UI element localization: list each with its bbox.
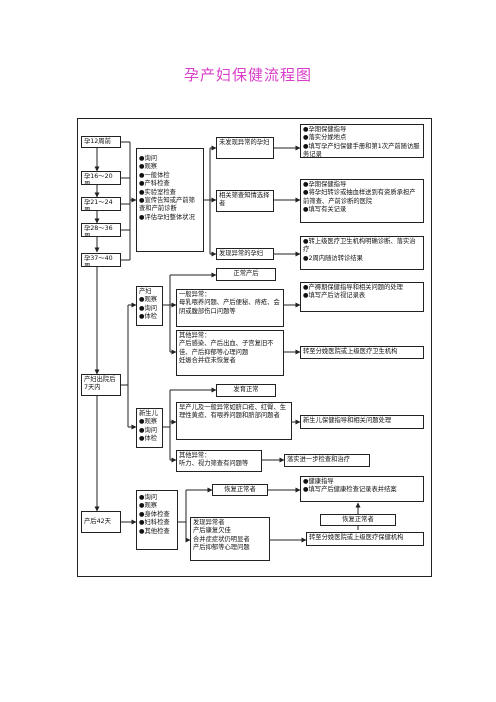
prenatal-checks-box: ●询问 ●观察 ●一般体检 ●产科检查 ●实验室检查 ●宣传告知或产前筛查和产前… (136, 148, 204, 252)
check-item: ●一般体检 (139, 171, 170, 179)
outcome-label: 发现异常的孕妇 (219, 250, 264, 257)
outcome-label: 未发现异常的孕妇 (219, 139, 270, 146)
check-item: ●实验室检查 (139, 188, 176, 196)
abnormal-heading: 发现异常者 (193, 519, 225, 526)
newborn-normal-box: 发育正常 (216, 384, 276, 397)
newborn-other-action-box: 落实进一步检查和治疗 (284, 454, 370, 467)
abnormal-heading: 其他异常： (179, 452, 211, 459)
abnormal-actions-box: ●转上级医疗卫生机构明确诊断、落实治疗 ●2周内随访转诊结果 (300, 236, 424, 270)
suspected-actions-box: ●孕期保健指导 ●将孕妇转诊或抽血样送到有资质承担产前筛查、产前诊断的医院 ●填… (300, 179, 424, 223)
action-item: ●孕期保健指导 (303, 126, 347, 133)
action-item: ●转上级医疗卫生机构明确诊断、落实治疗 (303, 238, 416, 254)
check-item: ●体检 (139, 313, 158, 321)
mother-other-abnormal-box: 其他异常： 产后感染、产后出血、子宫复旧不佳、产后抑郁等心理问题 妊娠合并症未恢… (176, 330, 284, 376)
abnormal-text: 合并症症状仍明显者 (193, 535, 250, 543)
abnormal-text: 妊娠合并症未恢复者 (179, 357, 236, 365)
stage-label: 产后42天 (84, 518, 111, 525)
check-item: ●宣传告知或产前筛查和产前诊断 (139, 197, 195, 213)
action-item: 转至分娩医院或上级医疗卫生机构 (303, 348, 398, 355)
check-item: ●产科检查 (139, 180, 170, 188)
day42-abnormal-action-box: 转至分娩医院或上级医疗保健机构 (306, 532, 424, 546)
action-item: 转至分娩医院或上级医疗保健机构 (309, 534, 404, 541)
check-item: ●观察 (139, 418, 158, 426)
check-item: ●评估孕妇整体状况 (139, 213, 195, 221)
action-item: ●填写有关记录 (303, 206, 347, 214)
action-item: ●将孕妇转诊或抽血样送到有资质承担产前筛查、产前诊断的医院 (303, 189, 416, 205)
check-item: ●询问 (139, 304, 158, 312)
mother-general-abnormal-box: 一般异常： 母乳喂养问题、产后便秘、痔疮、会阴或腹部伤口问题等 (176, 289, 284, 327)
newborn-general-abnormal-box: 早产儿及一般异常如脐口疮、红臀、生理性黄疸、有喂养问题和脐部问题者 (176, 402, 292, 440)
check-item: 产妇 (139, 288, 152, 295)
stage-label: 产妇出院后7天内 (84, 376, 116, 392)
stage-box: 产后42天 (81, 511, 121, 533)
newborn-checks-box: 新生儿 ●观察 ●询问 ●体检 (136, 408, 163, 448)
check-item: ●其他检查 (139, 527, 170, 535)
outcome-label: 恢复正常者 (342, 516, 374, 523)
day42-recovered-again-box: 恢复正常者 (320, 514, 396, 526)
outcome-abnormal-box: 发现异常的孕妇 (216, 248, 274, 260)
newborn-other-abnormal-box: 其他异常： 听力、视力筛查有问题等 (176, 450, 262, 472)
stage-label: 孕16～20周 (84, 173, 113, 185)
check-item: ●观察 (139, 163, 158, 171)
mother-checks-box: 产妇 ●观察 ●询问 ●体检 (136, 286, 163, 326)
normal-label: 正常产后 (233, 270, 259, 277)
check-item: ●询问 (139, 494, 158, 501)
abnormal-text: 产后康复欠佳 (193, 527, 231, 535)
outcome-suspected-box: 相关筛查知情选择者 (216, 190, 274, 212)
check-item: 新生儿 (139, 410, 158, 417)
check-item: ●观察 (139, 502, 158, 510)
day42-recovered-actions-box: ●健康指导 ●填写产后健康检查记录表并结案 (300, 476, 424, 502)
action-item: ●健康指导 (303, 478, 334, 485)
abnormal-text: 产后抑郁等心理问题 (193, 544, 250, 552)
mother-other-action-box: 转至分娩医院或上级医疗卫生机构 (300, 346, 424, 359)
stage-box: 产妇出院后7天内 (81, 374, 121, 396)
outcome-normal-box: 未发现异常的孕妇 (216, 137, 274, 159)
abnormal-heading: 其他异常： (179, 332, 211, 339)
check-item: ●询问 (139, 426, 158, 434)
stage-label: 孕28～36周 (84, 225, 113, 237)
normal-label: 发育正常 (233, 386, 259, 393)
stage-label: 孕21～24周 (84, 199, 113, 211)
outcome-label: 恢复正常者 (224, 486, 256, 493)
check-item: ●妇科检查 (139, 519, 170, 527)
day42-abnormal-box: 发现异常者 产后康复欠佳 合并症症状仍明显者 产后抑郁等心理问题 (190, 517, 270, 561)
stage-box: 孕21～24周 (81, 197, 121, 211)
check-item: ●询问 (139, 155, 158, 162)
stage-box: 孕12周前 (81, 136, 121, 148)
mother-normal-box: 正常产后 (216, 268, 276, 281)
day42-checks-box: ●询问 ●观察 ●身体检查 ●妇科检查 ●其他检查 (136, 490, 178, 550)
abnormal-text: 早产儿及一般异常如脐口疮、红臀、生理性黄疸、有喂养问题和脐部问题者 (179, 404, 287, 420)
action-item: ●填写产后健康检查记录表并结案 (303, 486, 397, 494)
action-item: ●填写孕产妇保健手册和第1次产前随访服务记录 (303, 142, 420, 158)
abnormal-text: 产后感染、产后出血、子宫复旧不佳、产后抑郁等心理问题 (179, 340, 274, 356)
mother-general-actions-box: ●产褥期保健指导和相关问题的处理 ●填写产后访视记录表 (300, 282, 424, 312)
check-item: ●身体检查 (139, 510, 170, 518)
normal-actions-box: ●孕期保健指导 ●落实分娩地点 ●填写孕产妇保健手册和第1次产前随访服务记录 (300, 124, 424, 158)
action-item: ●2周内随访转诊结果 (303, 254, 363, 262)
stage-label: 孕12周前 (84, 138, 111, 145)
action-item: 新生儿保健指导和相关问题处理 (303, 417, 392, 424)
page-title: 孕产妇保健流程图 (183, 66, 312, 84)
abnormal-heading: 一般异常： (179, 291, 211, 298)
action-item: 落实进一步检查和治疗 (287, 456, 350, 463)
action-item: ●填写产后访视记录表 (303, 292, 366, 300)
action-item: ●孕期保健指导 (303, 181, 347, 188)
newborn-general-action-box: 新生儿保健指导和相关问题处理 (300, 415, 424, 429)
abnormal-text: 母乳喂养问题、产后便秘、痔疮、会阴或腹部伤口问题等 (179, 299, 280, 315)
outcome-label: 相关筛查知情选择者 (219, 192, 270, 208)
check-item: ●体检 (139, 435, 158, 443)
stage-box: 孕28～36周 (81, 223, 121, 237)
stage-label: 孕37～40周 (84, 255, 113, 267)
abnormal-text: 听力、视力筛查有问题等 (179, 460, 249, 468)
day42-recovered-box: 恢复正常者 (212, 484, 268, 496)
action-item: ●落实分娩地点 (303, 134, 347, 142)
action-item: ●产褥期保健指导和相关问题的处理 (303, 284, 403, 291)
stage-box: 孕16～20周 (81, 171, 121, 185)
stage-box: 孕37～40周 (81, 253, 121, 267)
check-item: ●观察 (139, 296, 158, 304)
